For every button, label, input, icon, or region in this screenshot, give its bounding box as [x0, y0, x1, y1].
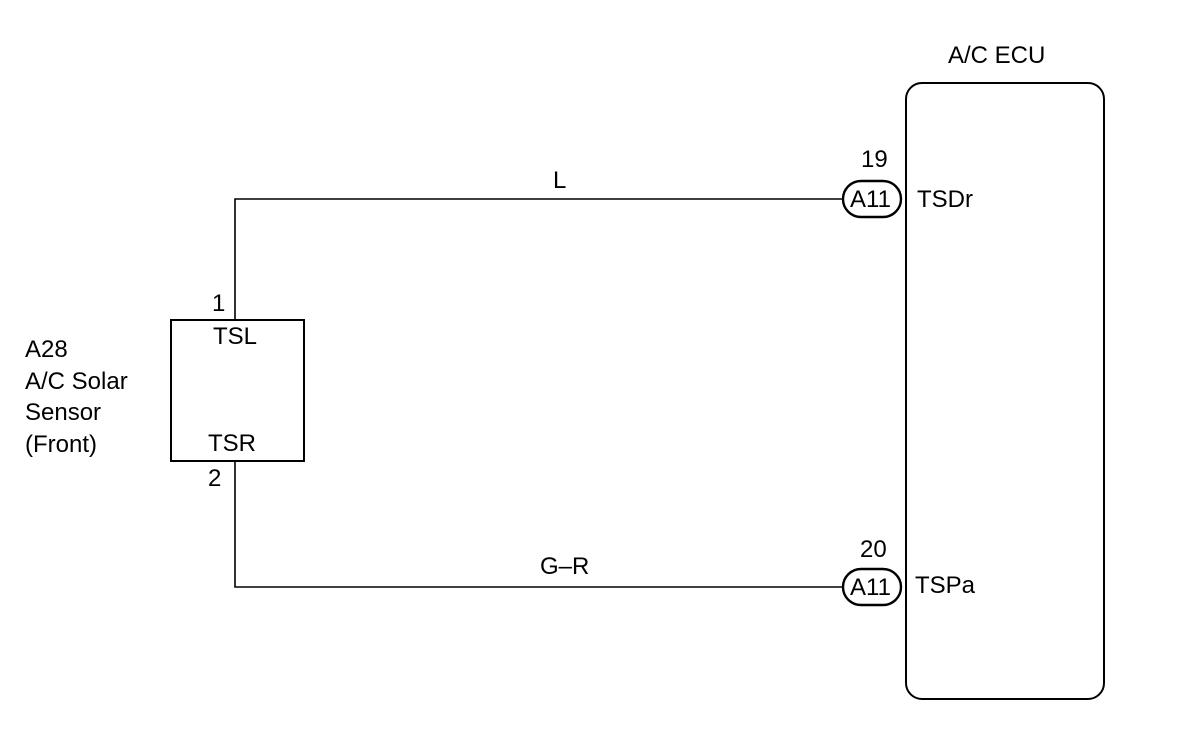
sensor-name-line3: (Front): [25, 431, 97, 458]
connector-a11-top: [841, 179, 903, 219]
wire-l-pin: 19: [861, 146, 888, 173]
wire-g-r: [234, 461, 843, 588]
sensor-terminal-tsl: TSL: [213, 323, 257, 350]
connector-a11-top-label: A11: [850, 186, 891, 213]
ecu-terminal-tspa: TSPa: [915, 572, 976, 599]
ecu-terminal-tsdr: TSDr: [917, 186, 973, 213]
sensor-box: [170, 319, 305, 462]
connector-a11-bottom: [841, 567, 903, 607]
sensor-pin-1: 1: [212, 290, 225, 317]
ecu-title: A/C ECU: [948, 42, 1045, 69]
sensor-terminal-tsr: TSR: [208, 430, 256, 457]
wire-l: [234, 198, 843, 320]
wire-g-r-pin: 20: [860, 536, 887, 563]
connector-a11-bottom-label: A11: [850, 574, 891, 601]
sensor-name-line2: Sensor: [25, 399, 101, 426]
sensor-pin-2: 2: [208, 465, 221, 492]
ecu-box: [905, 82, 1105, 700]
sensor-name-line1: A/C Solar: [25, 368, 128, 395]
wire-g-r-color-code: G–R: [540, 553, 589, 580]
wire-l-color-code: L: [553, 167, 566, 194]
sensor-code: A28: [25, 336, 68, 363]
